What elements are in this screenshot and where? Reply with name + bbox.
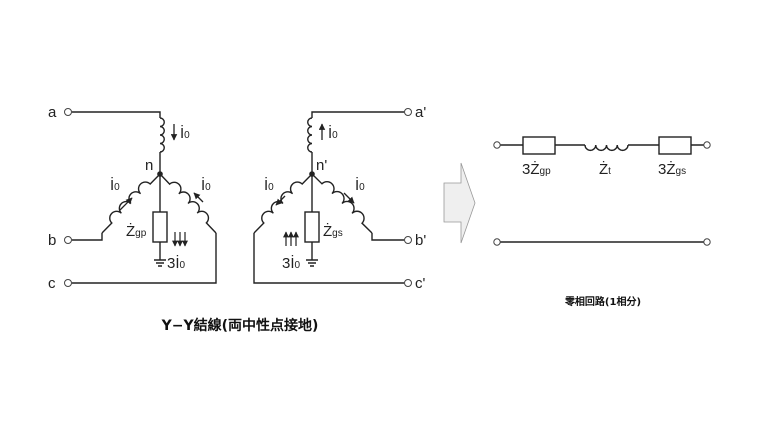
- impedance-3zgp: [522, 136, 556, 155]
- ground-icon-2: [306, 259, 318, 267]
- terminal-c2: [404, 279, 412, 287]
- transform-arrow-icon: [443, 162, 476, 244]
- ground-current-label: 3İ0: [167, 254, 186, 272]
- wire-a2: [311, 111, 404, 118]
- coil-a2-icon: [307, 117, 313, 153]
- terminal-b: [64, 236, 72, 244]
- impedance-label-zgs: Żgs: [323, 222, 343, 240]
- current-b: İ0: [110, 176, 120, 194]
- terminal-b2: [404, 236, 412, 244]
- terminal-a: [64, 108, 72, 116]
- current-arrow-b-icon: [119, 197, 133, 211]
- wire-c2: [253, 233, 404, 284]
- impedance-zgp: [152, 211, 168, 243]
- caption-yy-connection: Y−Y結線(両中性点接地): [161, 317, 319, 334]
- label-3zgs: 3Żgs: [658, 160, 686, 178]
- terminal-c: [64, 279, 72, 287]
- current-arrow-c-icon: [193, 192, 204, 203]
- coil-c2-icon: [311, 173, 373, 234]
- wire-c: [72, 233, 217, 284]
- label-c: c: [48, 275, 56, 292]
- label-n2: n': [316, 157, 327, 174]
- impedance-zgs: [304, 211, 320, 243]
- zs-terminal-4: [703, 238, 711, 246]
- label-c2: c': [415, 275, 426, 292]
- wire-b: [72, 233, 103, 241]
- label-a2: a': [415, 104, 426, 121]
- coil-b2-icon: [253, 173, 313, 234]
- caption-zero-sequence: 零相回路(1相分): [564, 295, 641, 308]
- current-b2: İ0: [264, 176, 274, 194]
- zs-terminal-3: [493, 238, 501, 246]
- current-a: İ0: [180, 124, 190, 142]
- ground-current-arrows-2-icon: [283, 231, 299, 246]
- zero-sequence-circuit: 3Żgp Żt 3Żgs 零相回路(1相分): [493, 136, 711, 308]
- label-b: b: [48, 232, 56, 249]
- current-arrow-b2-icon: [275, 195, 286, 206]
- label-3zgp: 3Żgp: [522, 160, 551, 178]
- current-c2: İ0: [355, 176, 365, 194]
- zs-terminal-1: [493, 141, 501, 149]
- ground-current-label-2: 3İ0: [282, 254, 301, 272]
- label-n: n: [145, 157, 153, 174]
- zs-terminal-2: [703, 141, 711, 149]
- primary-y-winding: a b c n İ0 İ0 İ0 Żgp 3İ0: [48, 104, 217, 292]
- secondary-y-winding: a' b' c' n' İ0 İ0 İ0 Żgs 3İ0: [253, 104, 426, 292]
- impedance-3zgs: [658, 136, 692, 155]
- label-zt: Żt: [599, 160, 611, 178]
- terminal-a2: [404, 108, 412, 116]
- label-a: a: [48, 104, 57, 121]
- coil-c-icon: [159, 173, 217, 234]
- coil-a-icon: [159, 117, 165, 153]
- current-a2: İ0: [328, 124, 338, 142]
- current-arrow-c2-icon: [343, 192, 355, 204]
- current-c: İ0: [201, 176, 211, 194]
- inductor-zt-icon: [584, 144, 629, 151]
- ground-current-arrows-icon: [172, 232, 188, 247]
- impedance-label-zgp: Żgp: [126, 222, 147, 240]
- wire-b2: [371, 233, 404, 241]
- wire-a: [72, 111, 161, 118]
- label-b2: b': [415, 232, 426, 249]
- ground-icon: [154, 259, 166, 267]
